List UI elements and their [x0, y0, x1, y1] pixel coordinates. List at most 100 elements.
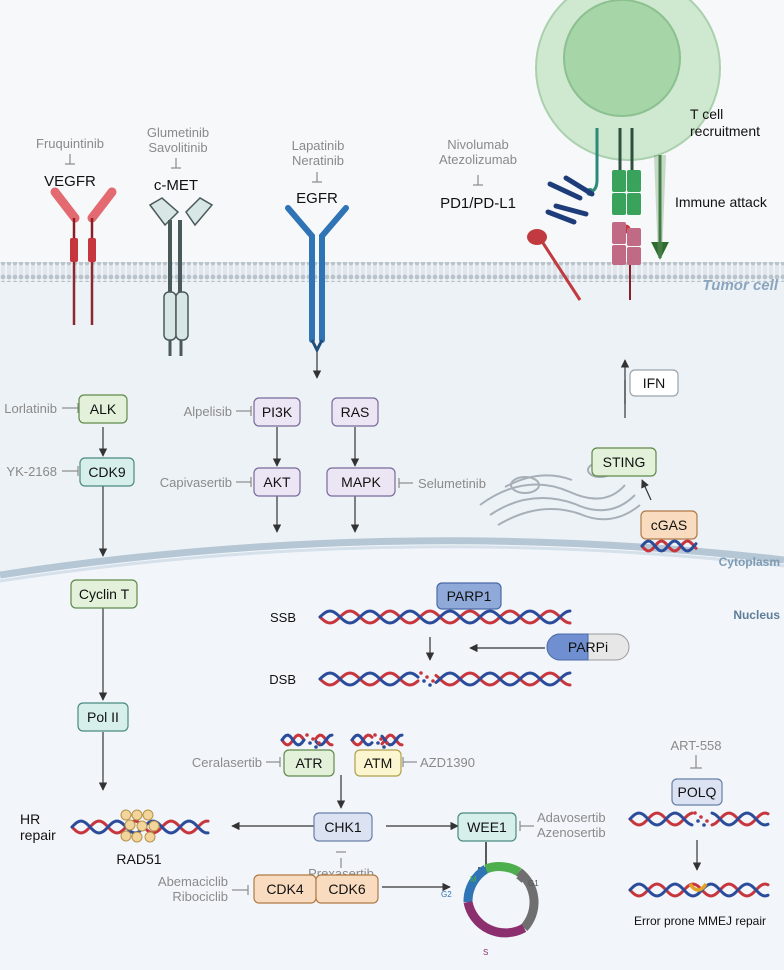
chk1-label: CHK1	[324, 819, 362, 835]
parp1-node: PARP1	[436, 582, 502, 610]
ssb-label: SSB	[270, 610, 296, 625]
mmej-dna	[628, 882, 770, 898]
cdk4-node: CDK4	[253, 874, 317, 904]
atezolizumab-label: Atezolizumab	[439, 152, 517, 167]
nucleus-label: Nucleus	[733, 608, 780, 622]
cyclin-t-node: Cyclin T	[70, 579, 138, 609]
mmej-label: Error prone MMEJ repair	[634, 914, 766, 928]
cell-membrane	[0, 262, 784, 282]
cdk6-label: CDK6	[328, 881, 366, 897]
parp1-label: PARP1	[447, 588, 492, 604]
vegfr-receptor	[50, 187, 117, 325]
yk2168-label: YK-2168	[6, 464, 57, 479]
connectors	[98, 359, 702, 892]
nivolumab-label: Nivolumab	[447, 137, 508, 152]
atr-node: ATR	[283, 749, 335, 777]
polq-node: POLQ	[671, 778, 723, 806]
neratinib-label: Neratinib	[292, 153, 344, 168]
cgas-dna	[640, 539, 698, 553]
atm-label: ATM	[364, 755, 393, 771]
t-cell	[535, 0, 721, 161]
cgas-label: cGAS	[651, 517, 688, 533]
wee1-node: WEE1	[457, 812, 517, 842]
atm-dna	[350, 733, 404, 749]
ceralasertib-label: Ceralasertib	[192, 755, 262, 770]
phase-g1: G1	[528, 879, 539, 888]
parpi-label: PARPi	[568, 639, 608, 655]
cytoplasm-label: Cytoplasm	[719, 555, 780, 569]
ifn-label: IFN	[643, 375, 666, 391]
cdk4-label: CDK4	[266, 881, 304, 897]
atr-label: ATR	[296, 755, 323, 771]
lapatinib-label: Lapatinib	[292, 138, 345, 153]
dsb-dna	[318, 671, 572, 687]
cell-cycle-ring	[463, 862, 539, 938]
azenosertib-label: Azenosertib	[537, 825, 606, 840]
polq-label: POLQ	[678, 784, 717, 800]
azd1390-label: AZD1390	[420, 755, 475, 770]
tumor-cell-label: Tumor cell	[702, 277, 778, 294]
art558-label: ART-558	[670, 738, 721, 753]
hr-repair-line1: HR	[20, 811, 40, 827]
pol2-label: Pol II	[87, 709, 119, 725]
sting-node: STING	[591, 447, 657, 477]
tcell-recruitment-line2: recruitment	[690, 123, 760, 139]
alpelisib-label: Alpelisib	[184, 404, 232, 419]
abemaciclib-label: Abemaciclib	[158, 874, 228, 889]
cmet-receptor	[148, 197, 214, 356]
polq-dna	[628, 811, 770, 827]
lorlatinib-label: Lorlatinib	[4, 401, 57, 416]
ras-label: RAS	[341, 404, 370, 420]
chk1-node: CHK1	[313, 812, 373, 842]
rad51-label: RAD51	[116, 851, 161, 867]
cgas-node: cGAS	[640, 510, 698, 540]
pol2-node: Pol II	[77, 702, 129, 732]
tcell-recruitment-line1: T cell	[690, 106, 723, 122]
phase-s: S	[483, 948, 488, 957]
phase-g2: G2	[441, 890, 452, 899]
savolitinib-label: Savolitinib	[148, 140, 207, 155]
parpi-node: PARPi	[546, 633, 630, 661]
sting-label: STING	[603, 454, 646, 470]
egfr-label: EGFR	[296, 190, 338, 207]
selumetinib-label: Selumetinib	[418, 476, 486, 491]
ssb-dna	[318, 609, 572, 625]
dsb-label: DSB	[269, 672, 296, 687]
vegfr-label: VEGFR	[44, 173, 96, 190]
cdk9-label: CDK9	[88, 464, 126, 480]
phase-m: M	[470, 875, 477, 884]
akt-node: AKT	[253, 467, 301, 497]
atm-node: ATM	[354, 749, 402, 777]
immune-attack-label: Immune attack	[675, 194, 768, 210]
tcr-pd1-complex	[527, 128, 641, 301]
ras-node: RAS	[331, 397, 379, 427]
ifn-node: IFN	[629, 369, 679, 397]
endoplasmic-reticulum	[479, 462, 641, 526]
pi3k-node: PI3K	[253, 397, 301, 427]
cmet-label: c-MET	[154, 177, 198, 194]
cdk6-node: CDK6	[315, 874, 379, 904]
pi3k-label: PI3K	[262, 404, 293, 420]
egfr-receptor	[285, 205, 349, 354]
inhibition-bars	[62, 403, 702, 895]
capivasertib-label: Capivasertib	[160, 475, 232, 490]
pd1-pdl1-label: PD1/PD-L1	[440, 195, 516, 212]
mmej-repair-patch	[688, 882, 708, 892]
fruquintinib-label: Fruquintinib	[36, 136, 104, 151]
cdk9-node: CDK9	[79, 457, 135, 487]
hr-repair-line2: repair	[20, 827, 56, 843]
akt-label: AKT	[263, 474, 291, 490]
atr-dna	[280, 733, 334, 749]
alk-label: ALK	[90, 401, 117, 417]
glumetinib-label: Glumetinib	[147, 125, 209, 140]
cyclin-t-label: Cyclin T	[79, 586, 130, 602]
adavosertib-label: Adavosertib	[537, 810, 606, 825]
mapk-label: MAPK	[341, 474, 381, 490]
alk-node: ALK	[78, 394, 128, 424]
rad51-cluster	[120, 809, 160, 843]
mapk-node: MAPK	[326, 467, 396, 497]
ribociclib-label: Ribociclib	[172, 889, 228, 904]
